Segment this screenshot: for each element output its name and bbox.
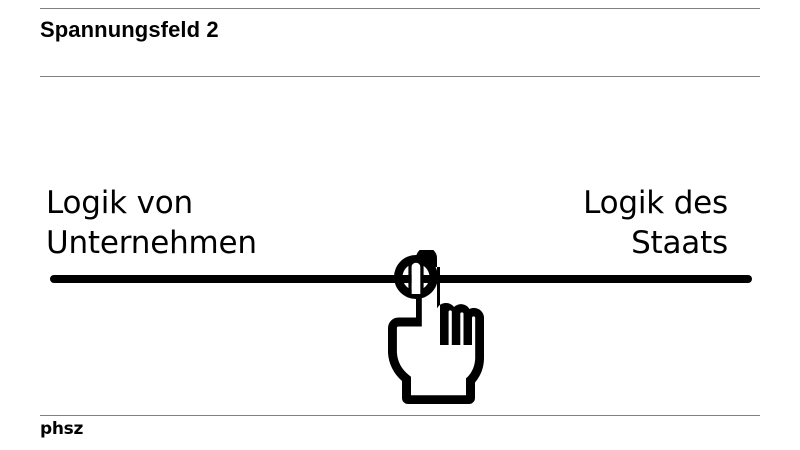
header-rule-top: [40, 8, 760, 9]
page-title: Spannungsfeld 2: [40, 17, 219, 42]
tap-hand-icon-glyph: [388, 250, 484, 404]
footer-logo: phsz: [40, 419, 84, 439]
tap-hand-icon[interactable]: [380, 250, 490, 406]
spectrum-label-right-line2: Staats: [631, 225, 728, 261]
spectrum-label-left: Logik von Unternehmen: [46, 183, 376, 263]
spectrum-label-right-line1: Logik des: [583, 185, 728, 221]
spectrum-label-left-line2: Unternehmen: [46, 225, 257, 261]
spectrum-label-right: Logik des Staats: [398, 183, 728, 263]
header-rule-bottom: [40, 76, 760, 77]
footer-rule: [40, 415, 760, 416]
spectrum-label-left-line1: Logik von: [46, 185, 193, 221]
